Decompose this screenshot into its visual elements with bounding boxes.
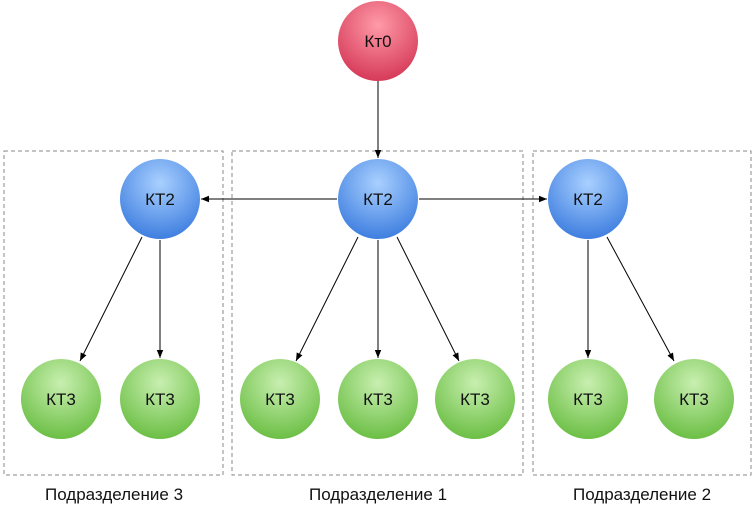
root-node: Кт0 [338,1,418,81]
group-box-3 [3,150,224,476]
g3-child-node-2: КТ3 [120,359,200,439]
root-label: Кт0 [364,32,391,51]
g3-head-label: КТ2 [145,190,175,209]
group-label-2: Подразделение 2 [573,485,711,504]
g1-head-label: КТ2 [363,190,393,209]
g1-child-node-3: КТ3 [435,359,515,439]
g1-child-label-2: КТ3 [363,390,393,409]
g3-child-node-1: КТ3 [21,359,101,439]
group-box-1 [231,150,524,476]
g3-child-label-2: КТ3 [145,390,175,409]
group-box-2 [532,150,752,476]
edge-g1-to-c1 [295,236,359,362]
g2-head-node: КТ2 [548,159,628,239]
group-label-1: Подразделение 1 [309,485,447,504]
g1-child-node-1: КТ3 [240,359,320,439]
g3-head-node: КТ2 [120,159,200,239]
group-label-3: Подразделение 3 [45,485,183,504]
edge-g3-to-c1 [79,236,143,362]
g1-child-label-3: КТ3 [460,390,490,409]
edge-g2-to-c2 [606,236,675,362]
g2-child-node-1: КТ3 [548,359,628,439]
g1-child-label-1: КТ3 [265,390,295,409]
g2-head-label: КТ2 [573,190,603,209]
g2-child-label-2: КТ3 [679,390,709,409]
g1-child-node-2: КТ3 [338,359,418,439]
g3-child-label-1: КТ3 [46,390,76,409]
g2-child-node-2: КТ3 [654,359,734,439]
edge-g1-to-c3 [396,236,460,362]
g2-child-label-1: КТ3 [573,390,603,409]
g1-head-node: КТ2 [338,159,418,239]
